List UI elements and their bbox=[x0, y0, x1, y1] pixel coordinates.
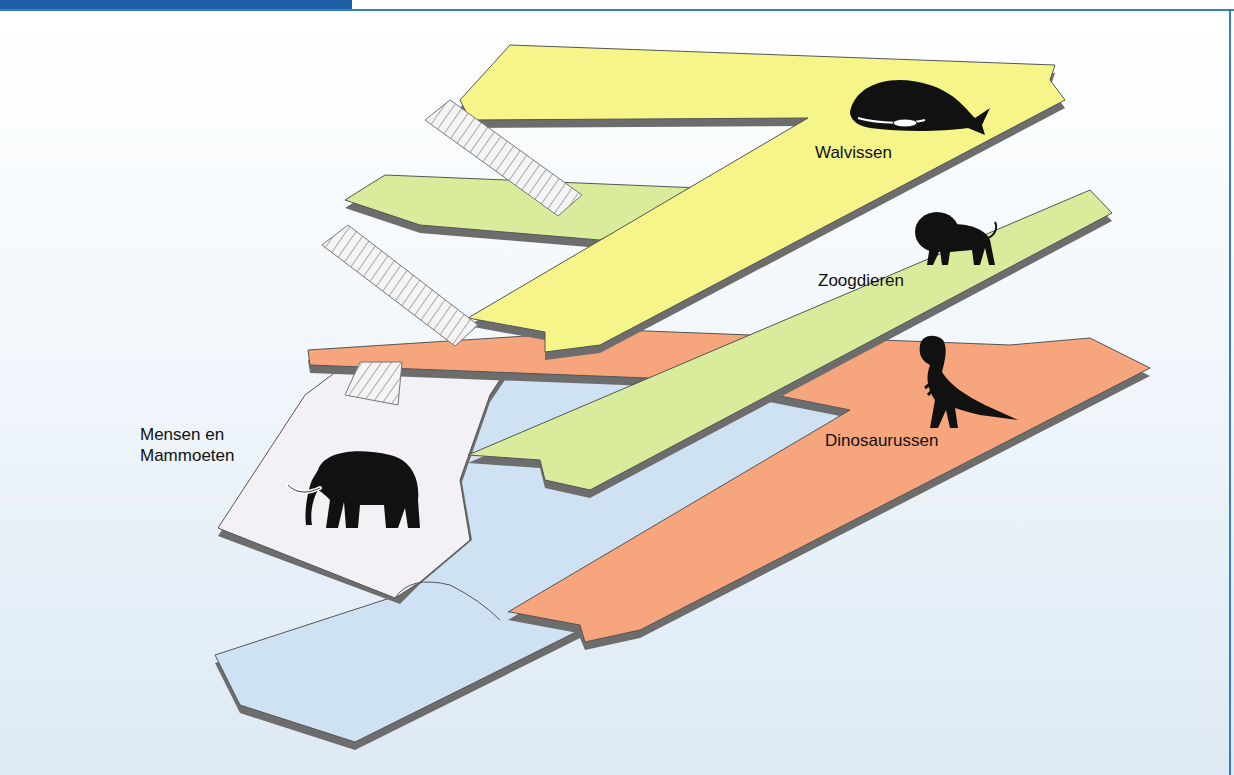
dinosaur-icon bbox=[920, 336, 1018, 428]
room-label: Walvissen bbox=[815, 142, 892, 163]
whale-icon bbox=[850, 80, 990, 135]
room-label: Mensen en Mammoeten bbox=[140, 424, 258, 466]
mammoth-icon bbox=[288, 451, 420, 528]
lion-icon bbox=[915, 212, 996, 265]
stairs bbox=[322, 225, 478, 346]
stairs bbox=[425, 100, 582, 216]
room-label: Dinosaurussen bbox=[825, 430, 938, 451]
frame-line bbox=[0, 9, 1234, 11]
frame-line bbox=[1229, 10, 1231, 775]
room-label: Zoogdieren bbox=[818, 270, 904, 291]
header-bar bbox=[0, 0, 352, 10]
stairs bbox=[345, 362, 402, 405]
